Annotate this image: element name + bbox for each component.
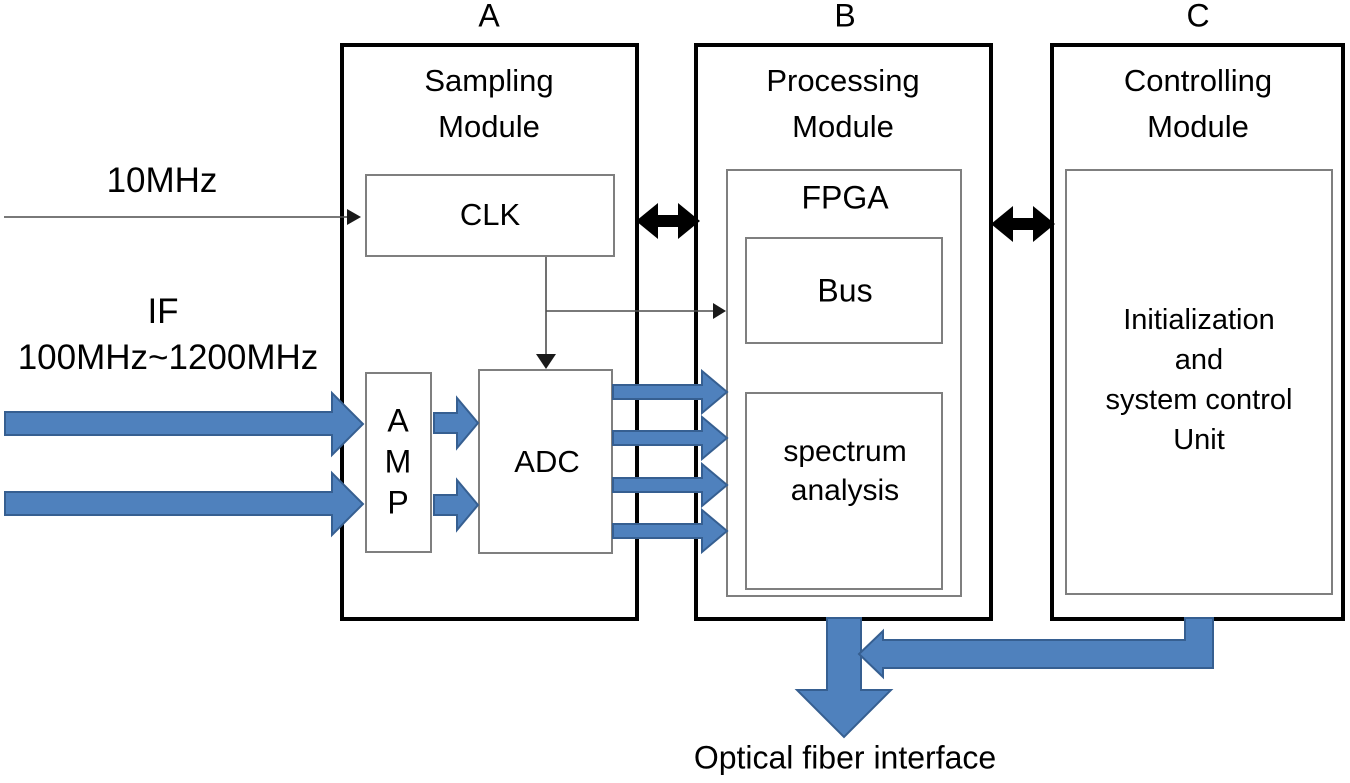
if-label: IF	[147, 292, 179, 331]
processing-title-line2: Module	[792, 109, 894, 144]
processing-title-line1: Processing	[766, 63, 920, 98]
bc-bidirectional-arrow-icon	[991, 206, 1055, 242]
amp-label: A M P	[385, 401, 412, 524]
processing-module-title: Processing Module	[766, 58, 919, 150]
unit-line3: system control	[1105, 384, 1293, 416]
fpga-label: FPGA	[801, 179, 889, 216]
bus-box	[745, 237, 943, 344]
sampling-title-line1: Sampling	[424, 63, 554, 98]
fpga-to-optical-arrow	[794, 617, 894, 739]
if-range-label: 100MHz~1200MHz	[17, 338, 319, 377]
controller-to-optical-arrow	[857, 617, 1214, 680]
amp-letter-a: A	[387, 402, 409, 439]
control-unit-label: Initialization and system control Unit	[1106, 300, 1293, 460]
amp-letter-m: M	[384, 443, 412, 480]
reference-clock-label: 10MHz	[106, 161, 218, 200]
ab-bidirectional-arrow-icon	[636, 203, 700, 239]
controlling-module-title: Controlling Module	[1124, 58, 1272, 150]
section-label-a: A	[478, 0, 500, 34]
amp-box	[365, 372, 432, 553]
unit-line2: and	[1174, 344, 1224, 376]
adc-box	[478, 369, 613, 554]
adc-label: ADC	[514, 444, 580, 479]
sampling-module-title: Sampling Module	[424, 58, 553, 150]
amp-letter-p: P	[387, 484, 409, 521]
bus-label: Bus	[817, 272, 873, 309]
spectrum-line1: spectrum	[783, 435, 907, 468]
clk-label: CLK	[459, 197, 521, 232]
section-label-b: B	[834, 0, 856, 34]
if-input-arrow-2	[4, 470, 365, 538]
sampling-title-line2: Module	[438, 109, 540, 144]
spectrum-line2: analysis	[790, 474, 900, 507]
controlling-title-line2: Module	[1147, 109, 1249, 144]
spectrum-analysis-label: spectrum analysis	[783, 432, 906, 510]
unit-line1: Initialization	[1123, 304, 1275, 336]
spectrum-analysis-box	[745, 392, 943, 590]
if-input-arrow-1	[4, 390, 365, 458]
control-unit-box	[1065, 169, 1333, 595]
clk-box	[365, 174, 615, 257]
optical-fiber-interface-label: Optical fiber interface	[693, 739, 997, 776]
controlling-title-line1: Controlling	[1123, 63, 1273, 98]
unit-line4: Unit	[1173, 424, 1225, 456]
section-label-c: C	[1186, 0, 1210, 34]
